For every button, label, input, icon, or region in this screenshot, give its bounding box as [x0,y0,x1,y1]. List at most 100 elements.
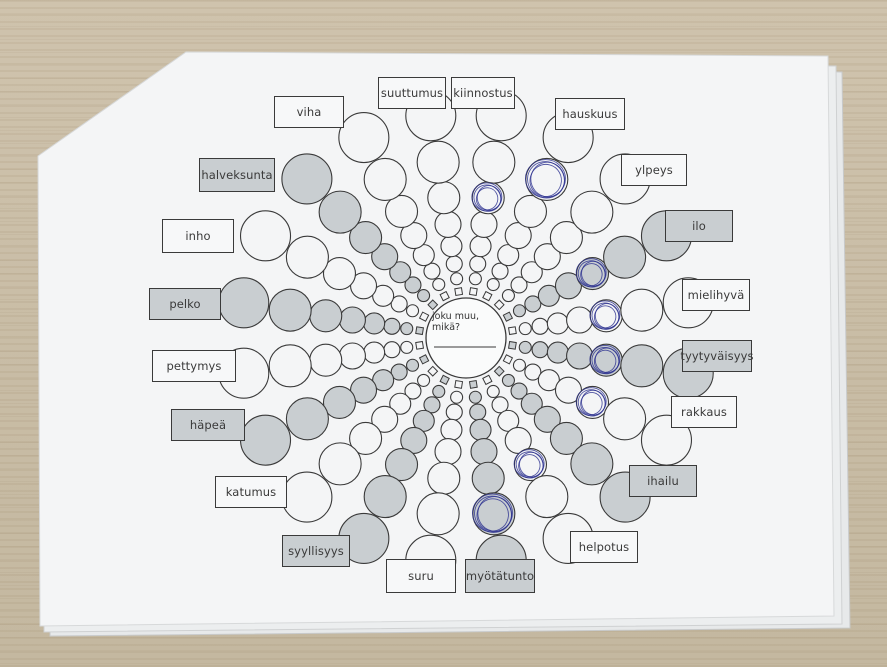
intensity-circle[interactable] [389,261,412,284]
intensity-box[interactable] [427,299,439,311]
intensity-circle[interactable] [404,382,422,400]
intensity-circle[interactable] [309,299,343,333]
intensity-box[interactable] [427,365,439,377]
intensity-circle[interactable] [363,157,407,201]
intensity-circle[interactable] [531,317,549,335]
intensity-circle[interactable] [338,306,366,334]
intensity-circle[interactable] [501,289,515,303]
intensity-circle[interactable] [427,461,461,495]
intensity-circle[interactable] [549,221,583,255]
intensity-circle[interactable] [371,243,399,271]
intensity-circle[interactable] [404,276,422,294]
intensity-circle[interactable] [417,289,431,303]
intensity-circle[interactable] [405,358,420,372]
intensity-box[interactable] [502,311,514,322]
intensity-box[interactable] [482,290,493,302]
intensity-circle[interactable] [475,534,527,586]
intensity-circle[interactable] [469,418,492,441]
intensity-circle[interactable] [338,512,390,565]
intensity-circle[interactable] [434,438,462,466]
intensity-circle[interactable] [468,272,482,286]
intensity-circle[interactable] [510,276,528,294]
intensity-circle[interactable] [239,210,292,262]
intensity-circle[interactable] [518,322,532,336]
intensity-box[interactable] [468,379,478,389]
intensity-circle[interactable] [416,492,460,536]
intensity-circle[interactable] [518,340,532,354]
intensity-circle[interactable] [432,384,446,399]
intensity-circle[interactable] [432,277,446,292]
intensity-box[interactable] [493,365,505,377]
intensity-circle[interactable] [469,255,487,273]
intensity-box[interactable] [415,340,425,350]
intensity-circle[interactable] [471,461,505,495]
intensity-circle[interactable] [423,396,441,414]
intensity-circle[interactable] [531,341,549,359]
intensity-circle[interactable] [566,306,594,334]
intensity-circle[interactable] [383,341,401,359]
intensity-circle[interactable] [405,534,457,586]
intensity-circle[interactable] [546,341,569,364]
intensity-circle[interactable] [371,405,399,433]
intensity-circle[interactable] [524,295,542,313]
intensity-circle[interactable] [570,442,614,486]
intensity-box[interactable] [418,354,430,365]
intensity-circle[interactable] [405,90,457,142]
intensity-circle[interactable] [469,403,487,421]
intensity-circle[interactable] [363,312,386,335]
intensity-circle[interactable] [662,277,714,329]
intensity-circle[interactable] [322,385,357,420]
intensity-circle[interactable] [603,397,647,441]
intensity-circle[interactable] [218,347,270,399]
intensity-circle[interactable] [384,447,419,482]
intensity-circle[interactable] [542,111,594,164]
intensity-circle[interactable] [450,390,464,404]
intensity-circle[interactable] [512,358,527,372]
intensity-circle[interactable] [491,262,509,280]
intensity-circle[interactable] [620,288,664,332]
intensity-circle[interactable] [662,347,714,399]
intensity-circle[interactable] [405,304,420,318]
intensity-box[interactable] [507,340,517,350]
intensity-circle[interactable] [349,421,383,455]
intensity-circle[interactable] [470,438,498,466]
intensity-box[interactable] [502,354,514,365]
intensity-circle[interactable] [472,140,516,184]
intensity-circle[interactable] [475,90,527,142]
intensity-box[interactable] [507,326,517,336]
intensity-box[interactable] [482,374,493,386]
intensity-box[interactable] [439,374,450,386]
intensity-circle[interactable] [640,414,693,466]
intensity-circle[interactable] [450,272,464,286]
intensity-circle[interactable] [318,442,362,486]
intensity-circle[interactable] [338,111,390,164]
intensity-circle[interactable] [338,342,366,370]
intensity-circle[interactable] [501,373,515,387]
intensity-circle[interactable] [520,392,543,415]
intensity-circle[interactable] [390,295,408,313]
intensity-circle[interactable] [416,140,460,184]
intensity-circle[interactable] [390,363,408,381]
intensity-circle[interactable] [268,344,312,388]
intensity-circle[interactable] [468,390,482,404]
intensity-circle[interactable] [620,344,664,388]
intensity-circle[interactable] [542,512,594,565]
intensity-circle[interactable] [512,304,527,318]
intensity-box[interactable] [415,326,425,336]
intensity-box[interactable] [493,299,505,311]
intensity-circle[interactable] [281,471,333,523]
intensity-box[interactable] [454,287,464,297]
intensity-circle[interactable] [510,382,528,400]
intensity-circle[interactable] [322,256,357,291]
intensity-circle[interactable] [570,190,614,234]
intensity-box[interactable] [468,287,478,297]
intensity-circle[interactable] [469,235,492,258]
intensity-circle[interactable] [549,421,583,455]
intensity-circle[interactable] [400,322,414,336]
intensity-circle[interactable] [640,210,693,262]
intensity-circle[interactable] [281,153,333,205]
intensity-circle[interactable] [533,243,561,271]
intensity-circle[interactable] [434,210,462,238]
intensity-circle[interactable] [486,384,500,399]
intensity-circle[interactable] [349,221,383,255]
